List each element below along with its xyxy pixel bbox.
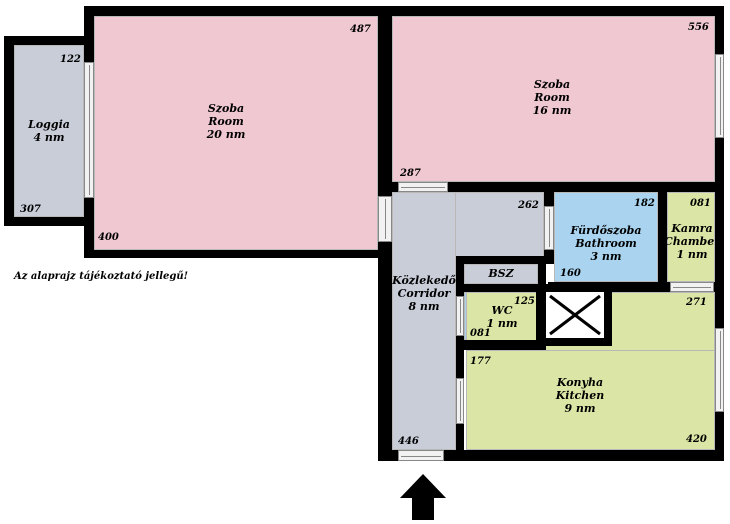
- kitchen-dim-top: 271: [686, 297, 707, 308]
- room-20: [94, 16, 378, 250]
- bathroom-dim-bottom: 160: [560, 268, 581, 279]
- chamber-dim: 081: [690, 198, 711, 209]
- bsz-label: BSZ: [488, 267, 514, 280]
- corridor-dim-top: 262: [518, 200, 539, 211]
- window-room16-door: [398, 182, 448, 192]
- window-wc-door: [456, 296, 464, 336]
- room20-dim-bottom: 400: [98, 232, 119, 243]
- entrance-arrow-icon: [400, 474, 446, 520]
- loggia-dim-top: 122: [60, 54, 81, 65]
- window-kitchen: [715, 328, 724, 412]
- chamber-room: [667, 192, 715, 282]
- window-bathroom-door: [544, 206, 554, 250]
- room16-dim-bottom: 287: [400, 168, 421, 179]
- disclaimer-note: Az alaprajz tájékoztató jellegű!: [14, 271, 189, 282]
- entrance-door: [398, 450, 444, 461]
- room16-dim-top: 556: [688, 22, 709, 33]
- loggia-dim-bottom: 307: [20, 204, 41, 215]
- room-16: [392, 16, 715, 182]
- wc-dim-top: 125: [514, 296, 535, 307]
- window-room16: [715, 54, 724, 138]
- kitchen-room-lower: [466, 350, 715, 450]
- corridor-room-vertical: [392, 192, 456, 450]
- window-kitchen-door: [456, 378, 464, 424]
- bathroom-room: [554, 192, 658, 282]
- window-loggia: [84, 62, 94, 198]
- window-chamber-door: [670, 282, 714, 292]
- corridor-dim-bottom: 446: [398, 436, 419, 447]
- loggia-room: [14, 45, 84, 217]
- bathroom-dim-top: 182: [634, 198, 655, 209]
- bsz-area: [464, 264, 538, 284]
- wc-dim-bottom: 081: [470, 328, 491, 339]
- window-room20-door: [378, 196, 392, 242]
- kitchen-dim-bottom: 420: [686, 434, 707, 445]
- kitchen-dim-left: 177: [470, 356, 491, 367]
- room20-dim-top: 487: [350, 24, 371, 35]
- shaft-cross-icon: [546, 292, 604, 338]
